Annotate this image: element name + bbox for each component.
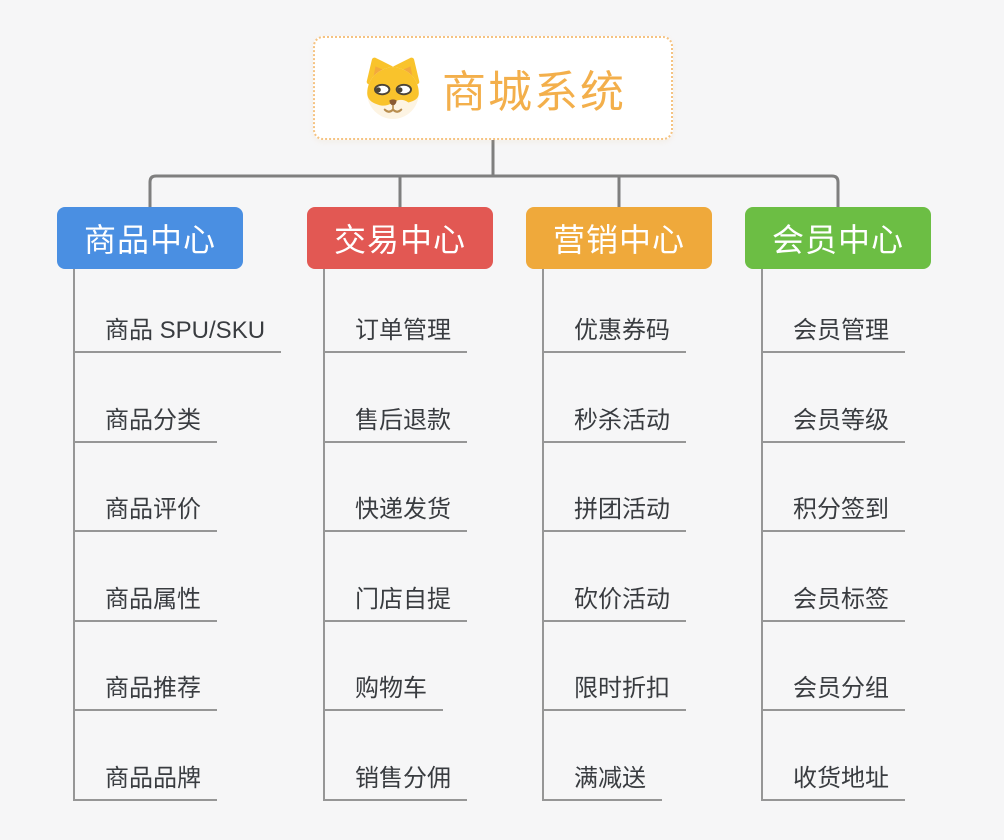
leaf-node[interactable]: 门店自提 — [325, 532, 467, 622]
leaf-node[interactable]: 会员管理 — [763, 269, 905, 353]
branch-node-member[interactable]: 会员中心 — [745, 207, 931, 269]
leaf-node[interactable]: 订单管理 — [325, 269, 467, 353]
leaf-list-marketing: 优惠券码 秒杀活动 拼团活动 砍价活动 限时折扣 满减送 — [542, 269, 686, 801]
leaf-node[interactable]: 商品品牌 — [75, 711, 217, 801]
leaf-node[interactable]: 收货地址 — [763, 711, 905, 801]
leaf-node[interactable]: 会员等级 — [763, 353, 905, 443]
root-title: 商城系统 — [442, 68, 626, 117]
branch-column-trade: 交易中心 订单管理 售后退款 快递发货 门店自提 购物车 销售分佣 — [307, 207, 493, 801]
leaf-list-member: 会员管理 会员等级 积分签到 会员标签 会员分组 收货地址 — [761, 269, 905, 801]
leaf-node[interactable]: 快递发货 — [325, 443, 467, 532]
leaf-list-trade: 订单管理 售后退款 快递发货 门店自提 购物车 销售分佣 — [323, 269, 467, 801]
leaf-node[interactable]: 拼团活动 — [544, 443, 686, 532]
leaf-node[interactable]: 砍价活动 — [544, 532, 686, 622]
branch-column-product: 商品中心 商品 SPU/SKU 商品分类 商品评价 商品属性 商品推荐 商品品牌 — [57, 207, 282, 801]
branch-node-product[interactable]: 商品中心 — [57, 207, 243, 269]
leaf-list-product: 商品 SPU/SKU 商品分类 商品评价 商品属性 商品推荐 商品品牌 — [73, 269, 282, 801]
leaf-node[interactable]: 积分签到 — [763, 443, 905, 532]
leaf-node[interactable]: 秒杀活动 — [544, 353, 686, 443]
leaf-node[interactable]: 售后退款 — [325, 353, 467, 443]
branch-column-marketing: 营销中心 优惠券码 秒杀活动 拼团活动 砍价活动 限时折扣 满减送 — [526, 207, 712, 801]
leaf-node[interactable]: 商品分类 — [75, 353, 217, 443]
leaf-node[interactable]: 限时折扣 — [544, 622, 686, 711]
branch-node-trade[interactable]: 交易中心 — [307, 207, 493, 269]
branch-column-member: 会员中心 会员管理 会员等级 积分签到 会员标签 会员分组 收货地址 — [745, 207, 931, 801]
branch-node-marketing[interactable]: 营销中心 — [526, 207, 712, 269]
leaf-node[interactable]: 商品属性 — [75, 532, 217, 622]
dog-icon — [366, 57, 420, 119]
leaf-node[interactable]: 商品评价 — [75, 443, 217, 532]
root-node[interactable]: 商城系统 — [313, 36, 673, 140]
leaf-node[interactable]: 商品推荐 — [75, 622, 217, 711]
leaf-node[interactable]: 购物车 — [325, 622, 443, 711]
leaf-node[interactable]: 会员分组 — [763, 622, 905, 711]
leaf-node[interactable]: 商品 SPU/SKU — [75, 269, 282, 353]
leaf-node[interactable]: 会员标签 — [763, 532, 905, 622]
leaf-node[interactable]: 销售分佣 — [325, 711, 467, 801]
leaf-node[interactable]: 优惠券码 — [544, 269, 686, 353]
leaf-node[interactable]: 满减送 — [544, 711, 662, 801]
